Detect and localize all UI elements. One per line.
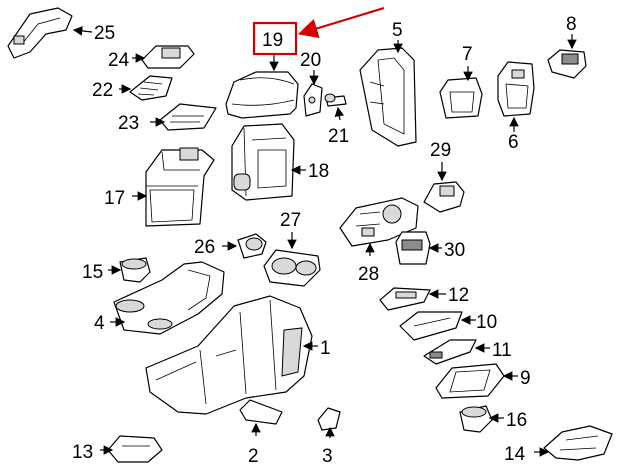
callout-30: 30: [444, 240, 465, 261]
part-16: [459, 405, 493, 433]
part-27: [263, 249, 321, 287]
callout-11: 11: [492, 340, 512, 361]
highlight-box-19: [252, 21, 298, 56]
part-30: [395, 231, 431, 265]
part-3: [317, 407, 341, 431]
part-9: [435, 363, 505, 399]
callout-26: 26: [194, 237, 215, 258]
callout-12: 12: [448, 285, 469, 306]
part-13: [107, 435, 163, 463]
callout-7: 7: [462, 44, 473, 65]
callout-29: 29: [430, 140, 451, 161]
callout-23: 23: [118, 113, 139, 134]
callout-4: 4: [94, 313, 105, 334]
part-10: [399, 311, 463, 341]
callout-24: 24: [108, 50, 130, 71]
part-18: [231, 123, 295, 201]
highlight-arrow: [297, 6, 385, 38]
part-14: [543, 425, 613, 461]
part-25: [7, 7, 73, 59]
callout-15: 15: [82, 262, 103, 283]
part-1: [145, 295, 313, 415]
callout-17: 17: [104, 188, 125, 209]
callout-20: 20: [300, 50, 321, 71]
callout-18: 18: [308, 161, 329, 182]
part-15: [119, 257, 151, 283]
callout-22: 22: [92, 80, 113, 101]
callout-3: 3: [322, 446, 333, 467]
part-12: [379, 287, 431, 311]
callout-13: 13: [72, 442, 93, 463]
part-8: [547, 49, 587, 79]
part-7: [439, 77, 483, 119]
part-29: [423, 181, 465, 213]
callout-6: 6: [508, 132, 519, 153]
callout-14: 14: [504, 444, 526, 465]
part-17: [145, 147, 215, 227]
callout-16: 16: [506, 410, 527, 431]
callout-25: 25: [94, 23, 115, 44]
part-28: [339, 197, 419, 247]
callout-10: 10: [476, 312, 497, 333]
callout-9: 9: [520, 368, 531, 389]
part-19: [225, 71, 299, 119]
part-24: [141, 45, 195, 69]
callout-1: 1: [320, 338, 331, 359]
callout-2: 2: [248, 446, 259, 467]
callout-8: 8: [566, 14, 577, 35]
part-2: [239, 399, 283, 425]
part-23: [159, 103, 217, 131]
part-20: [303, 83, 323, 117]
part-4: [113, 261, 225, 335]
part-6: [497, 61, 535, 117]
callout-21: 21: [328, 126, 349, 147]
part-22: [129, 75, 173, 101]
callout-19: 19: [262, 30, 283, 51]
part-5: [359, 47, 417, 147]
callout-5: 5: [392, 20, 403, 41]
part-11: [423, 339, 477, 365]
part-21: [324, 93, 347, 107]
part-26: [237, 233, 267, 259]
callout-27: 27: [280, 210, 301, 231]
callout-28: 28: [358, 264, 379, 285]
